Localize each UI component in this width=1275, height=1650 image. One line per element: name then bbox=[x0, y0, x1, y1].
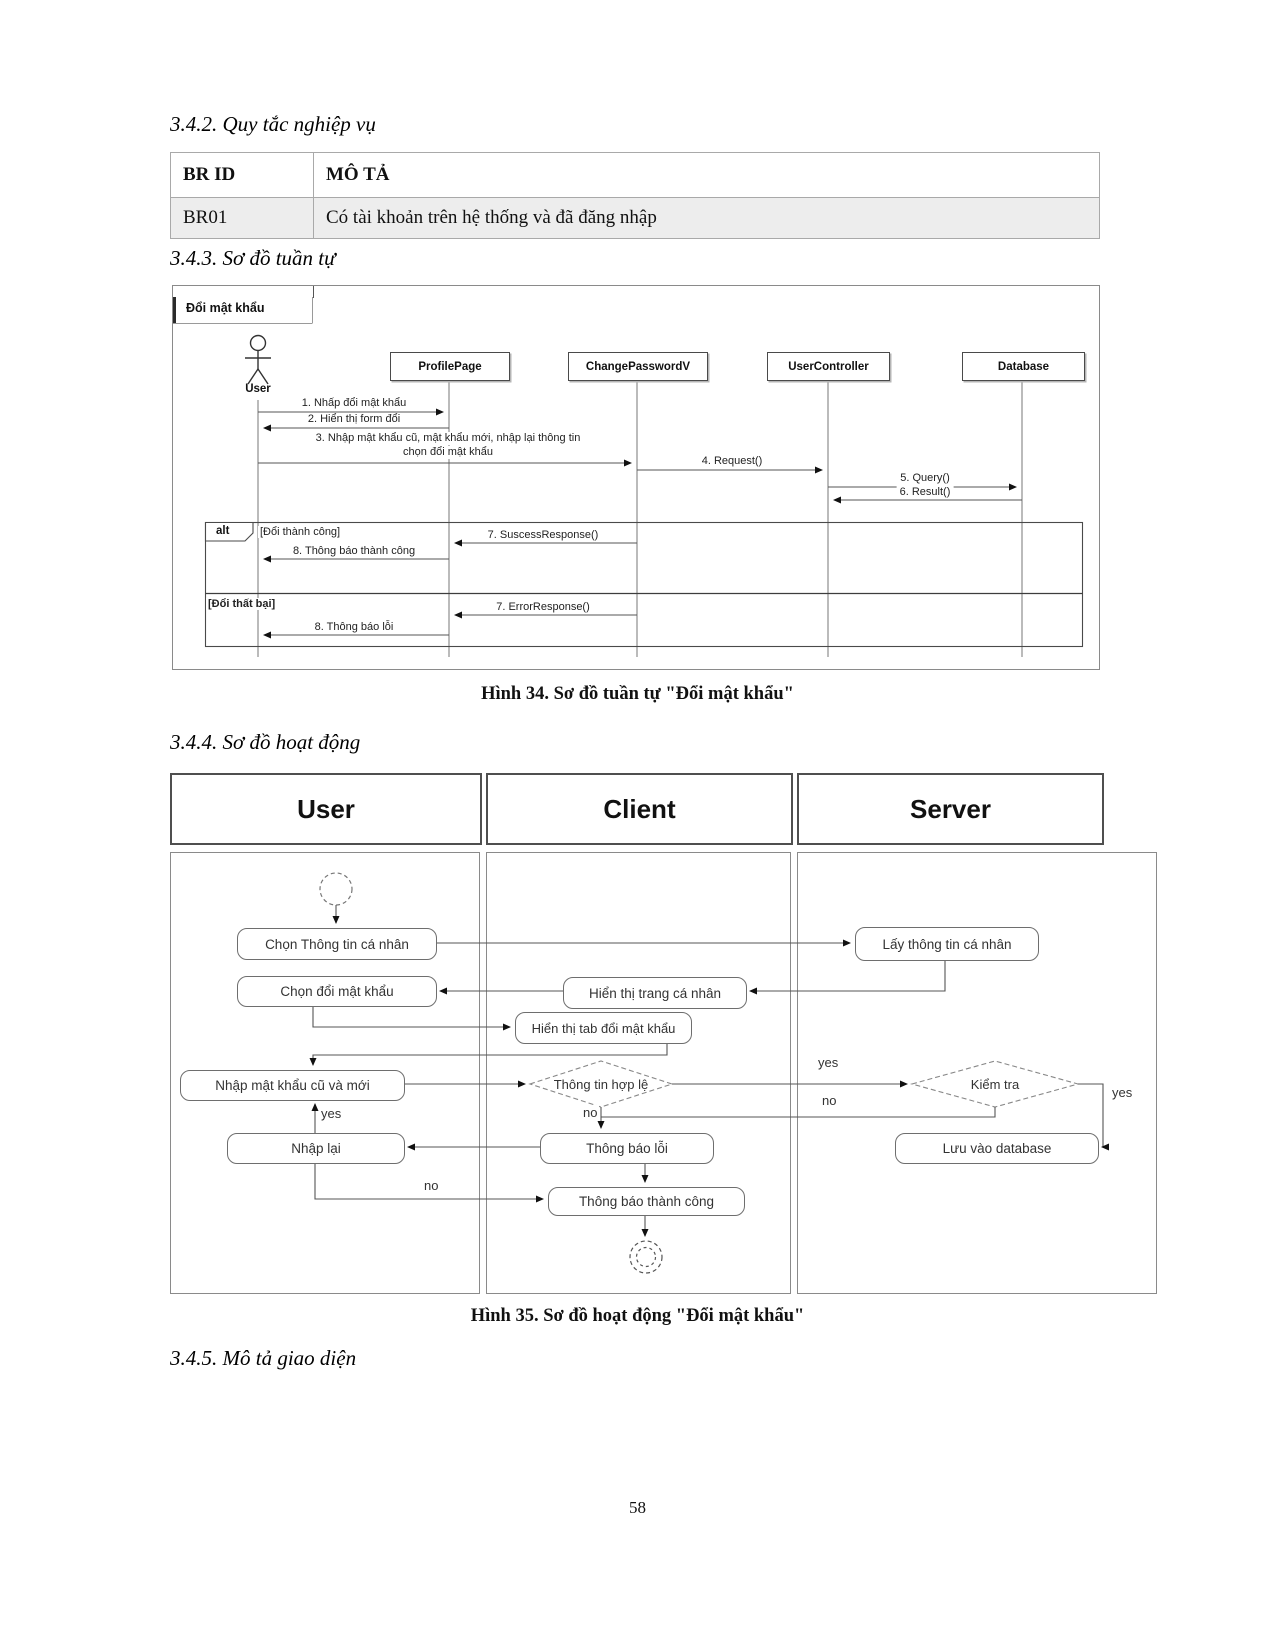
msg-6-label: 6. Result() bbox=[896, 486, 954, 499]
lane-header-server: Server bbox=[797, 773, 1104, 845]
edge-label-no-check: no bbox=[820, 1093, 839, 1108]
heading-3-4-2: 3.4.2. Quy tắc nghiệp vụ bbox=[170, 112, 376, 136]
alt-guard-success: [Đổi thành công] bbox=[258, 526, 343, 538]
figure-35-caption: Hình 35. Sơ đồ hoạt động "Đổi mật khẩu" bbox=[470, 1306, 805, 1326]
msg-3-label-line2: chọn đổi mật khẩu bbox=[400, 446, 496, 459]
activity-node-chon-doi-mat-khau: Chọn đổi mật khẩu bbox=[237, 976, 437, 1007]
table-cell-mota: Có tài khoản trên hệ thống và đã đăng nh… bbox=[313, 197, 1100, 239]
edge-label-no-valid: no bbox=[581, 1105, 600, 1120]
heading-3-4-3: 3.4.3. Sơ đồ tuần tự bbox=[170, 246, 336, 270]
edge-label-yes-retry: yes bbox=[319, 1106, 344, 1121]
decision-kiem-tra: Kiểm tra bbox=[970, 1076, 1020, 1092]
msg-8-success-label: 8. Thông báo thành công bbox=[289, 545, 419, 558]
edge-label-yes-valid: yes bbox=[816, 1055, 841, 1070]
activity-node-chon-thong-tin-ca-nhan: Chọn Thông tin cá nhân bbox=[237, 928, 437, 960]
sequence-diagram-graphics bbox=[172, 285, 1100, 670]
activity-node-nhap-mat-khau-cu-va-moi: Nhập mật khẩu cũ và mới bbox=[180, 1070, 405, 1101]
edge-label-yes-check: yes bbox=[1110, 1085, 1135, 1100]
msg-2-label: 2. Hiển thị form đổi bbox=[304, 413, 404, 426]
heading-3-4-4: 3.4.4. Sơ đồ hoạt động bbox=[170, 730, 361, 754]
activity-node-hien-thi-trang-ca-nhan: Hiển thị trang cá nhân bbox=[563, 977, 747, 1009]
table-header-mota: MÔ TẢ bbox=[313, 152, 1100, 198]
lane-header-user: User bbox=[170, 773, 482, 845]
activity-node-luu-vao-database: Lưu vào database bbox=[895, 1133, 1099, 1164]
business-rules-table: BR ID MÔ TẢ BR01 Có tài khoản trên hệ th… bbox=[170, 152, 1100, 239]
activity-node-hien-thi-tab-doi-mat-khau: Hiển thị tab đổi mật khẩu bbox=[515, 1012, 692, 1044]
lifeline-changepasswordv: ChangePasswordV bbox=[568, 352, 708, 381]
actor-user-label: User bbox=[245, 383, 271, 395]
table-header-row: BR ID MÔ TẢ bbox=[170, 152, 1100, 198]
msg-1-label: 1. Nhấp đổi mật khẩu bbox=[298, 397, 410, 410]
msg-4-label: 4. Request() bbox=[698, 455, 766, 468]
msg-7-error-label: 7. ErrorResponse() bbox=[493, 601, 593, 614]
figure-34-caption: Hình 34. Sơ đồ tuần tự "Đổi mật khẩu" bbox=[481, 684, 794, 704]
lifeline-profilepage: ProfilePage bbox=[390, 352, 510, 381]
lane-header-client: Client bbox=[486, 773, 793, 845]
activity-node-thong-bao-loi: Thông báo lỗi bbox=[540, 1133, 714, 1164]
msg-3-label-line1: 3. Nhập mật khẩu cũ, mật khẩu mới, nhập … bbox=[312, 432, 584, 445]
table-row: BR01 Có tài khoản trên hệ thống và đã đă… bbox=[170, 197, 1100, 239]
alt-guard-fail: [Đổi thất bại] bbox=[206, 598, 278, 610]
activity-node-thong-bao-thanh-cong: Thông báo thành công bbox=[548, 1187, 745, 1216]
heading-3-4-5: 3.4.5. Mô tả giao diện bbox=[170, 1346, 357, 1370]
activity-node-lay-thong-tin-ca-nhan: Lấy thông tin cá nhân bbox=[855, 927, 1039, 961]
table-cell-brid: BR01 bbox=[170, 197, 314, 239]
msg-5-label: 5. Query() bbox=[897, 472, 953, 485]
lifeline-usercontroller: UserController bbox=[767, 352, 890, 381]
activity-diagram-graphics bbox=[309, 872, 1109, 1274]
activity-node-nhap-lai: Nhập lại bbox=[227, 1133, 405, 1164]
lifeline-database: Database bbox=[962, 352, 1085, 381]
table-header-brid: BR ID bbox=[170, 152, 314, 198]
page-number: 58 bbox=[629, 1498, 646, 1517]
sequence-diagram-title: Đổi mật khẩu bbox=[186, 301, 265, 315]
msg-7-success-label: 7. SuscessResponse() bbox=[484, 529, 602, 542]
sequence-diagram: Đổi mật khẩu User ProfilePage ChangePass… bbox=[172, 285, 1100, 670]
edge-label-no-retry: no bbox=[422, 1178, 441, 1193]
alt-operator-label: alt bbox=[216, 525, 230, 537]
msg-8-error-label: 8. Thông báo lỗi bbox=[311, 621, 397, 634]
decision-thong-tin-hop-le: Thông tin hợp lệ bbox=[553, 1076, 649, 1092]
